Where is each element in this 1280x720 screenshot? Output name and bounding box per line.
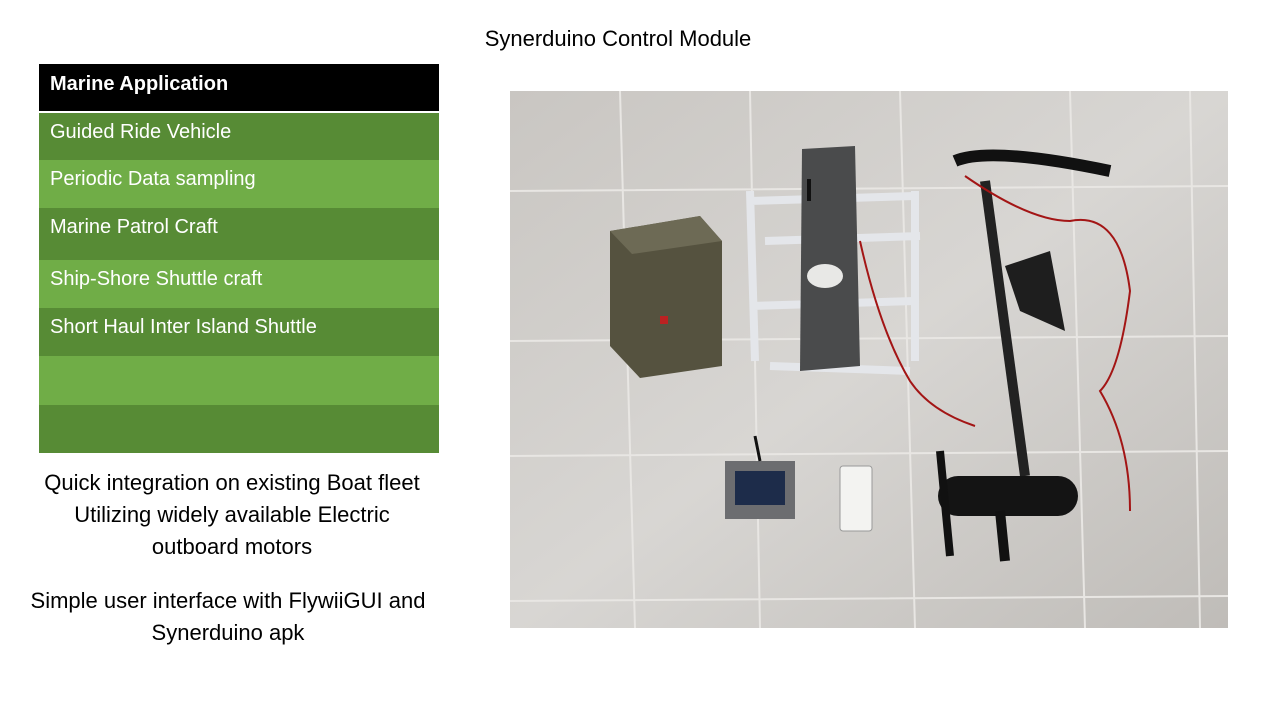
power-cables <box>859 175 1132 512</box>
note-line: Simple user interface with FlywiiGUI and <box>30 588 426 613</box>
slide-title: Synerduino Control Module <box>484 26 752 51</box>
table-header: Marine Application <box>39 64 439 113</box>
interface-note: Simple user interface with FlywiiGUI and… <box>0 585 460 649</box>
control-box <box>800 146 860 371</box>
table-row: Ship-Shore Shuttle craft <box>39 260 439 308</box>
table-row <box>39 356 439 405</box>
table-row: Marine Patrol Craft <box>39 208 439 260</box>
table-row <box>39 405 439 453</box>
table-row: Periodic Data sampling <box>39 160 439 208</box>
table-row: Short Haul Inter Island Shuttle <box>39 308 439 356</box>
note-line: Synerduino apk <box>151 620 305 645</box>
table-row: Guided Ride Vehicle <box>39 113 439 160</box>
note-line: Utilizing widely available Electric <box>74 502 390 527</box>
marine-application-table: Marine Application Guided Ride Vehicle P… <box>39 64 439 453</box>
control-module-photo <box>510 91 1228 628</box>
note-line: outboard motors <box>151 534 313 559</box>
integration-note: Quick integration on existing Boat fleet… <box>0 467 464 563</box>
marble-floor <box>510 91 1228 628</box>
battery <box>610 216 722 378</box>
note-line: Quick integration on existing Boat fleet <box>44 470 420 495</box>
trolling-motor <box>936 149 1112 562</box>
tablet-device <box>725 435 795 519</box>
smartphone-device <box>839 465 873 532</box>
